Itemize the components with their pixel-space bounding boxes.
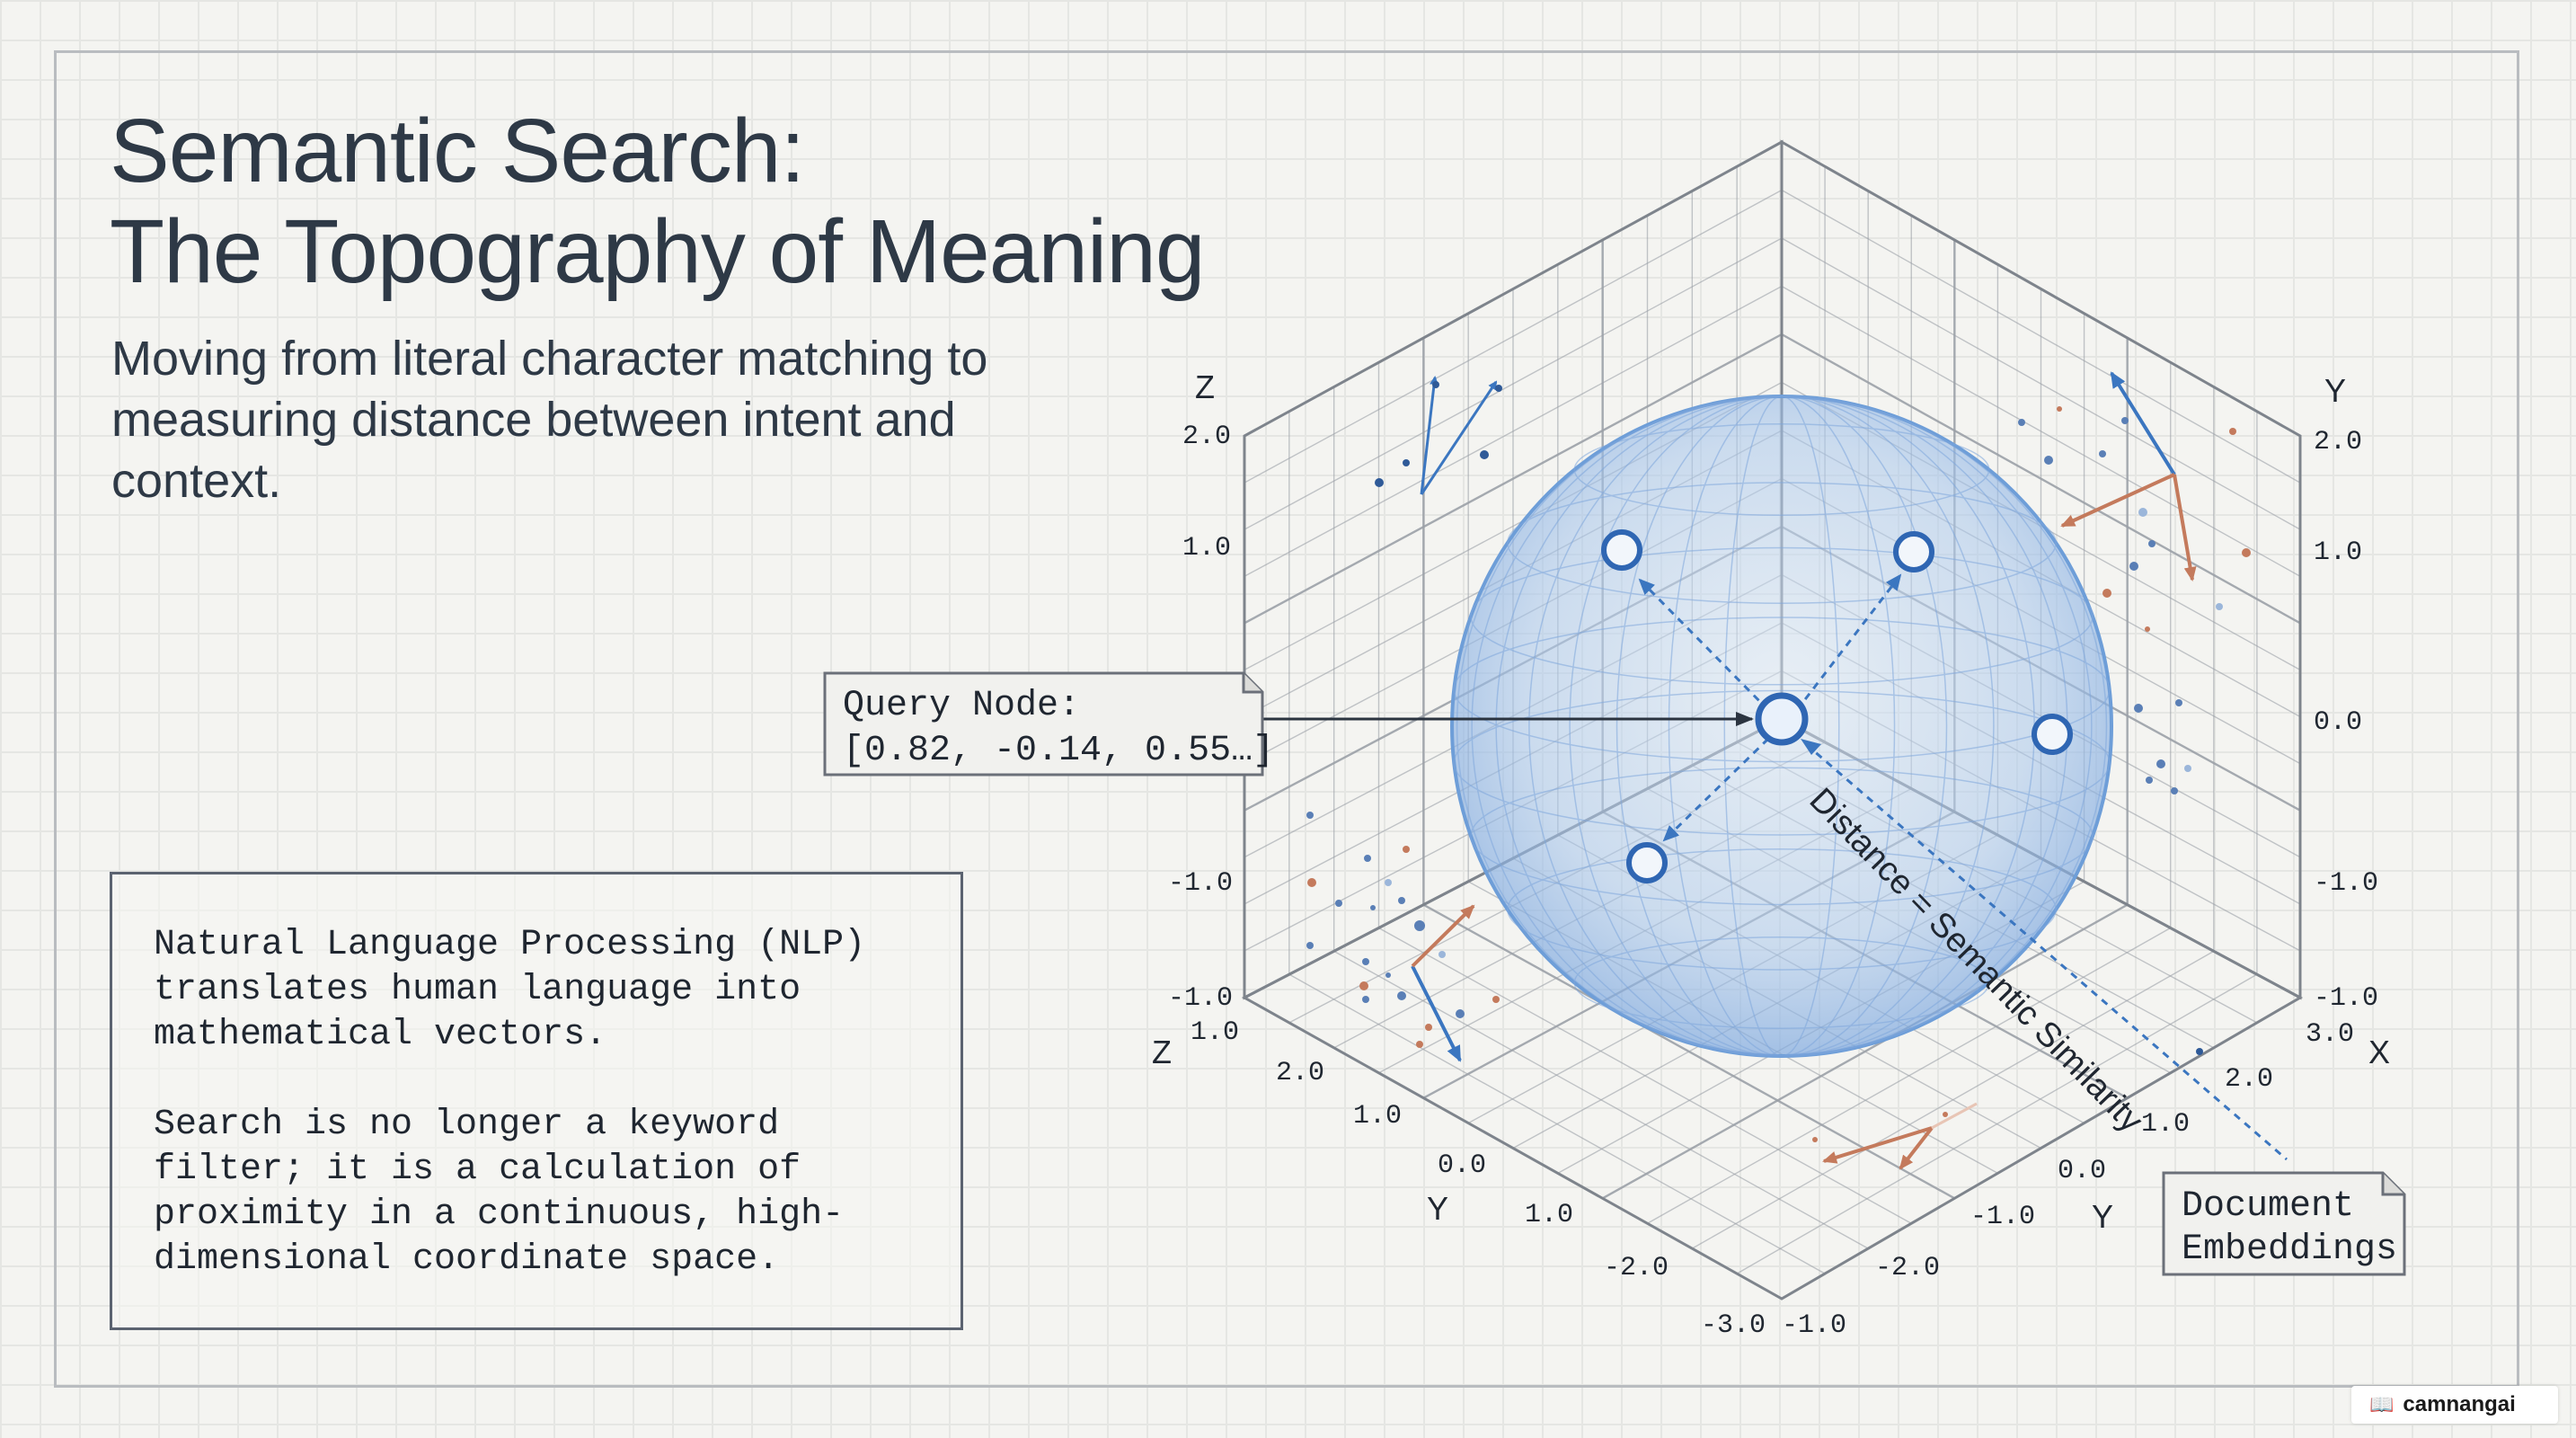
similarity-arrows	[1638, 573, 2288, 1161]
tick-label: 1.0	[1353, 1101, 1402, 1132]
title-line-1: Semantic Search:	[110, 101, 805, 201]
documents-callout-line2: Embeddings	[2182, 1229, 2397, 1270]
nlp-info-box: Natural Language Processing (NLP) transl…	[110, 872, 963, 1330]
document-node	[1601, 529, 1642, 571]
lower-left-vectors	[1306, 812, 1500, 1062]
document-nodes	[1601, 529, 2073, 883]
title-line-2: The Topography of Meaning	[110, 201, 1205, 302]
tick-label: 0.0	[2058, 1156, 2106, 1186]
tick-label: -3.0	[1701, 1310, 1766, 1341]
tick-label: 2.0	[1182, 422, 1231, 452]
tick-label: -1.0	[1970, 1202, 2035, 1232]
query-callout: Query Node: [0.82, -0.14, 0.55…]	[823, 671, 1754, 777]
tick-label: 1.0	[1182, 533, 1231, 564]
tick-label: -2.0	[1875, 1253, 1940, 1283]
tick-label: 2.0	[1276, 1058, 1324, 1088]
book-icon: 📖	[2369, 1393, 2395, 1416]
query-node	[1755, 692, 1809, 746]
tick-label: -1.0	[2314, 868, 2378, 899]
axis-label-z-bottom: Z	[1152, 1034, 1172, 1070]
axis-label-z-top: Z	[1195, 368, 1215, 405]
axis-label-x: X	[2368, 1034, 2390, 1070]
axis-label-y-front: Y	[1427, 1190, 1448, 1227]
tick-label: 3.0	[2306, 1019, 2354, 1050]
query-vector-value: [0.82, -0.14, 0.55…]	[843, 731, 1274, 771]
document-node	[2032, 714, 2073, 755]
watermark-text: camnangai	[2403, 1392, 2516, 1416]
right-wall-vectors	[2018, 371, 2251, 794]
axis-label-y-front-right: Y	[2092, 1198, 2113, 1235]
tick-label: 1.0	[1525, 1200, 1573, 1230]
tick-label: 1.0	[1191, 1017, 1239, 1048]
left-wall-vectors	[1375, 376, 1502, 495]
info-paragraph-2: Search is no longer a keyword filter; it…	[154, 1105, 845, 1280]
subtitle: Moving from literal character matching t…	[111, 332, 988, 508]
info-paragraph-1: Natural Language Processing (NLP) transl…	[154, 925, 866, 1055]
documents-callout-line1: Document	[2182, 1186, 2354, 1227]
tick-label: 1.0	[2141, 1109, 2190, 1140]
tick-label: 0.0	[2314, 707, 2362, 738]
floor-vectors	[1812, 1048, 2203, 1170]
tick-label: 2.0	[2314, 427, 2362, 457]
tick-label: 2.0	[2225, 1064, 2273, 1095]
document-embeddings-callout: Document Embeddings	[2162, 1171, 2406, 1276]
tick-label: -2.0	[1604, 1253, 1669, 1283]
slide-frame	[54, 50, 2519, 1388]
axis-label-y-top: Y	[2324, 372, 2346, 409]
tick-label: -1.0	[1168, 983, 1233, 1014]
tick-label: -1.0	[1168, 868, 1233, 899]
document-node	[1626, 842, 1668, 883]
document-node	[1893, 531, 1934, 573]
tick-label: 0.0	[1438, 1150, 1486, 1181]
page-title: Semantic Search: The Topography of Meani…	[110, 101, 1205, 302]
distance-arrowhead	[1801, 739, 1821, 755]
query-callout-title: Query Node:	[843, 686, 1080, 726]
tick-label: -1.0	[2314, 983, 2378, 1014]
tick-label: 1.0	[2314, 537, 2362, 568]
watermark-badge: 📖 camnangai	[2351, 1386, 2558, 1424]
tick-label: -1.0	[1782, 1310, 1846, 1341]
